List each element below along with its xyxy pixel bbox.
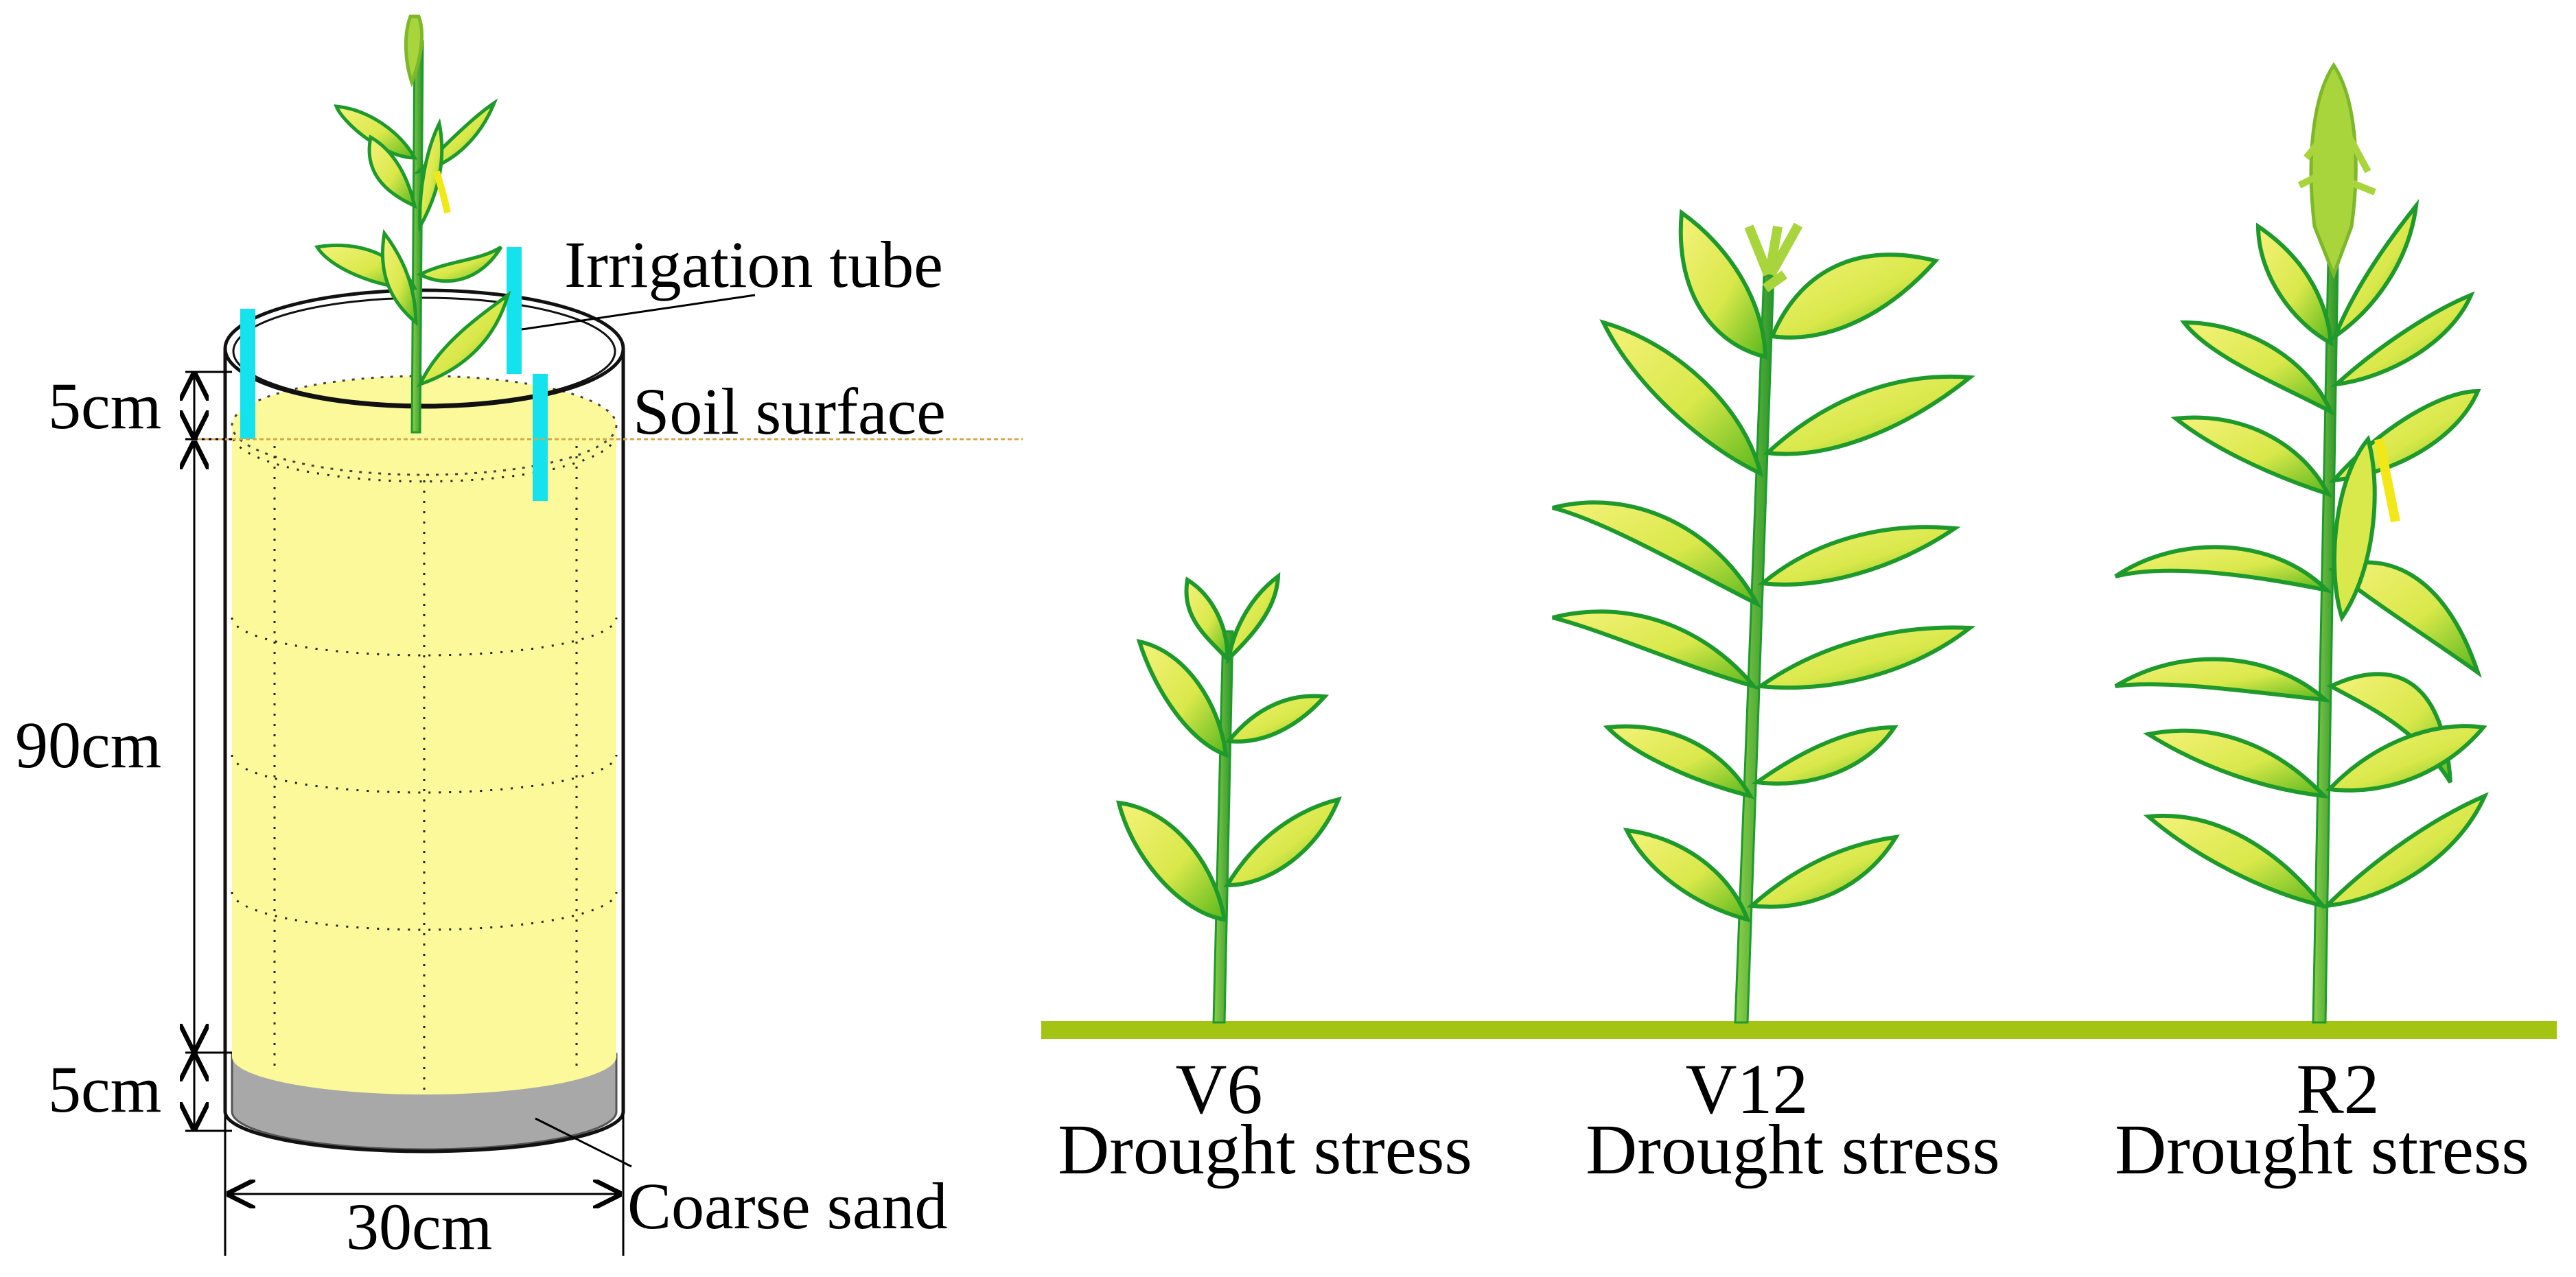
irrigation-tube-label: Irrigation tube	[564, 228, 943, 301]
irrigation-tube-center	[507, 247, 522, 374]
irrigation-tube-left	[240, 309, 255, 439]
plant-v12	[1552, 209, 1976, 1024]
treatment-label-r2: Drought stress	[2115, 1110, 2529, 1189]
pot-setup: Irrigation tube Soil surface Coarse sand…	[15, 14, 1023, 1263]
diameter-label: 30cm	[346, 1190, 492, 1263]
stage-label-v12: V12	[1685, 1050, 1808, 1129]
bottom-sand-label: 5cm	[48, 1053, 161, 1126]
dimension-lines	[185, 371, 625, 1256]
soil-grid	[231, 438, 618, 1094]
soil-surface-label: Soil surface	[633, 375, 946, 448]
growth-stages: V6 Drought stress V12 Drought stress R2 …	[1041, 62, 2557, 1189]
pot-plant	[314, 14, 511, 434]
stage-label-v6: V6	[1175, 1050, 1262, 1129]
plant-v6	[1116, 572, 1342, 1024]
irrigation-tube-right	[533, 374, 548, 501]
leader-lines	[198, 294, 1023, 1168]
irrigation-tubes	[240, 247, 548, 501]
soil-depth-label: 90cm	[15, 708, 161, 782]
treatment-label-v6: Drought stress	[1058, 1110, 1472, 1189]
coarse-sand-label: Coarse sand	[627, 1169, 948, 1243]
plant-r2	[2114, 62, 2489, 1024]
pot-cylinder	[223, 288, 625, 1153]
treatment-label-v12: Drought stress	[1586, 1110, 2000, 1189]
stage-labels: V6 Drought stress V12 Drought stress R2 …	[1058, 1050, 2529, 1189]
ground-line	[1041, 1021, 2557, 1039]
stage-label-r2: R2	[2296, 1050, 2379, 1129]
top-gap-label: 5cm	[48, 369, 161, 443]
